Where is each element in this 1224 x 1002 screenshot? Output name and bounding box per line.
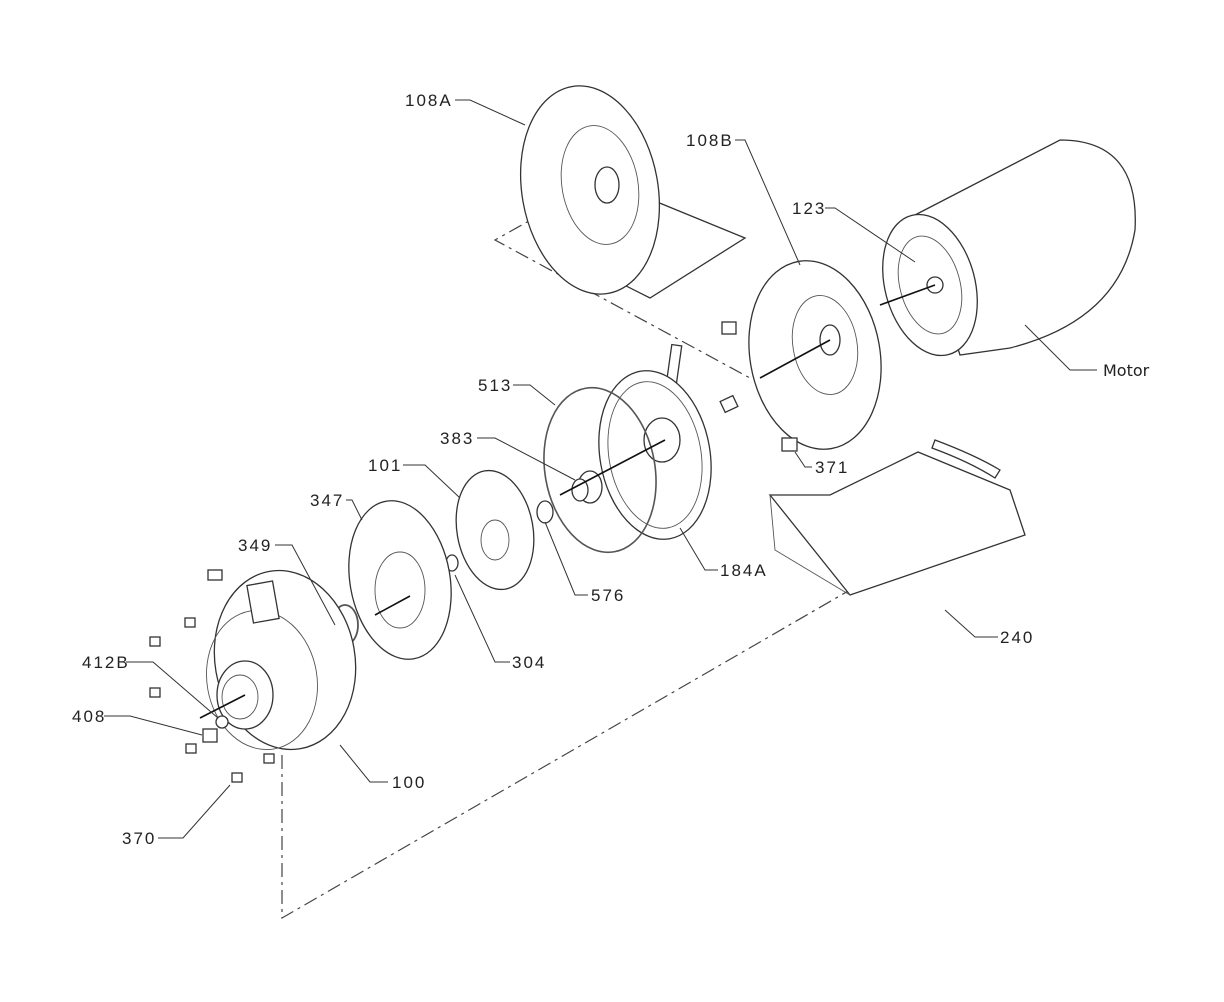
callouts: 108A 108B 123 Motor 513 383 101 347 349 … bbox=[72, 91, 1150, 848]
label-371: 371 bbox=[815, 458, 849, 477]
part-240-base bbox=[768, 439, 1026, 596]
label-349: 349 bbox=[238, 536, 272, 555]
part-576-washer bbox=[536, 500, 554, 524]
label-408: 408 bbox=[72, 707, 106, 726]
label-240: 240 bbox=[1000, 628, 1034, 647]
label-123: 123 bbox=[792, 199, 826, 218]
label-383: 383 bbox=[440, 429, 474, 448]
label-184A: 184A bbox=[720, 561, 768, 580]
part-513-o-ring bbox=[543, 386, 657, 554]
part-motor bbox=[879, 139, 1136, 357]
label-513: 513 bbox=[478, 376, 512, 395]
part-108A-bracket bbox=[519, 85, 747, 299]
label-576: 576 bbox=[591, 586, 625, 605]
label-108A: 108A bbox=[405, 91, 453, 110]
label-motor: Motor bbox=[1103, 361, 1150, 380]
label-370: 370 bbox=[122, 829, 156, 848]
part-347-diffuser bbox=[348, 500, 452, 660]
label-101: 101 bbox=[368, 456, 402, 475]
label-100: 100 bbox=[392, 773, 426, 792]
part-101-impeller bbox=[455, 469, 535, 591]
part-383-seal bbox=[559, 439, 666, 504]
label-347: 347 bbox=[310, 491, 344, 510]
label-412B: 412B bbox=[82, 653, 130, 672]
part-100-pump-body bbox=[199, 569, 357, 751]
part-108B-bracket bbox=[748, 260, 882, 450]
label-304: 304 bbox=[512, 653, 546, 672]
bolts bbox=[149, 321, 798, 783]
label-108B: 108B bbox=[686, 131, 734, 150]
part-184A-seal-plate bbox=[598, 343, 712, 540]
